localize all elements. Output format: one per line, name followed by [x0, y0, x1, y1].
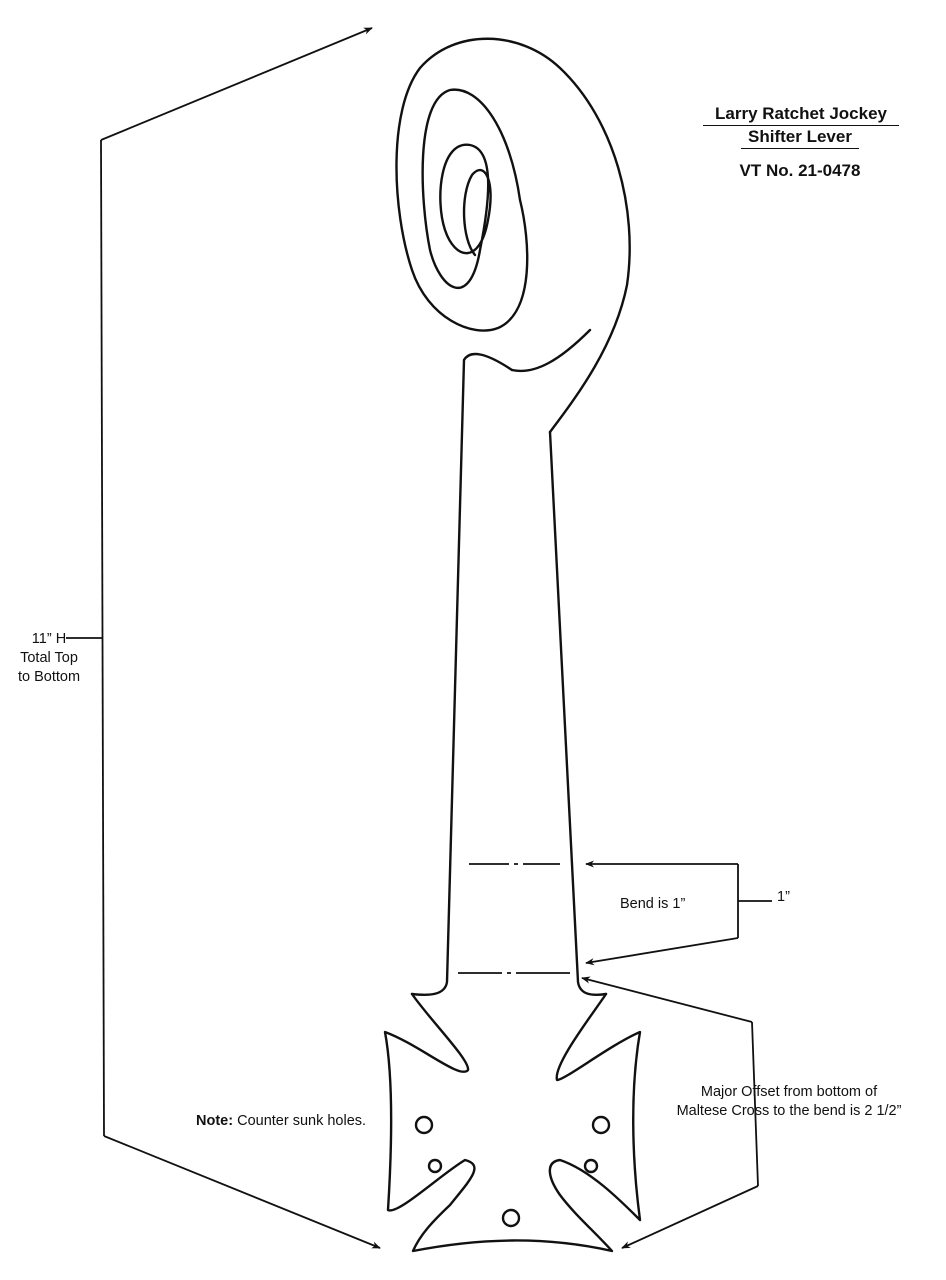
title-line-1: Larry Ratchet Jockey	[703, 104, 899, 126]
lever-outline	[395, 37, 631, 434]
bend-value: 1”	[777, 889, 790, 905]
hole-lower-left	[427, 1158, 443, 1174]
note-label: Note:	[196, 1113, 234, 1129]
note-body: Counter sunk holes.	[233, 1113, 367, 1129]
lever-neck	[410, 352, 514, 996]
height-arrow-bottom	[103, 1135, 381, 1249]
hole-upper-right	[591, 1115, 611, 1135]
maltese-cross	[383, 992, 642, 1253]
height-label: 11” H Total Top to Bottom	[4, 630, 94, 687]
title-line-2: Shifter Lever	[741, 127, 859, 149]
height-label-line-1: 11” H	[31, 631, 67, 647]
offset-arrow-bottom	[621, 1185, 759, 1249]
note-text: Note: Counter sunk holes.	[196, 1113, 366, 1129]
bend-arrow-bottom	[585, 937, 739, 966]
offset-label-line-1: Major Offset from bottom of	[700, 1084, 878, 1100]
height-label-line-2: Total Top	[20, 650, 78, 666]
lever-shaft-right	[510, 328, 608, 996]
offset-bracket	[751, 1021, 759, 1187]
offset-label: Major Offset from bottom of Maltese Cros…	[660, 1083, 918, 1121]
offset-arrow-top	[581, 976, 753, 1023]
hole-upper-left	[414, 1115, 434, 1135]
height-arrow-top	[100, 27, 373, 141]
hole-bottom	[501, 1208, 521, 1228]
offset-label-line-2: Maltese Cross to the bend is 2 1/2”	[676, 1103, 902, 1119]
hole-lower-right	[583, 1158, 599, 1174]
bend-label: Bend is 1”	[620, 896, 686, 912]
height-label-line-3: to Bottom	[17, 669, 81, 685]
height-bracket	[100, 139, 105, 1137]
part-number: VT No. 21-0478	[739, 161, 861, 180]
